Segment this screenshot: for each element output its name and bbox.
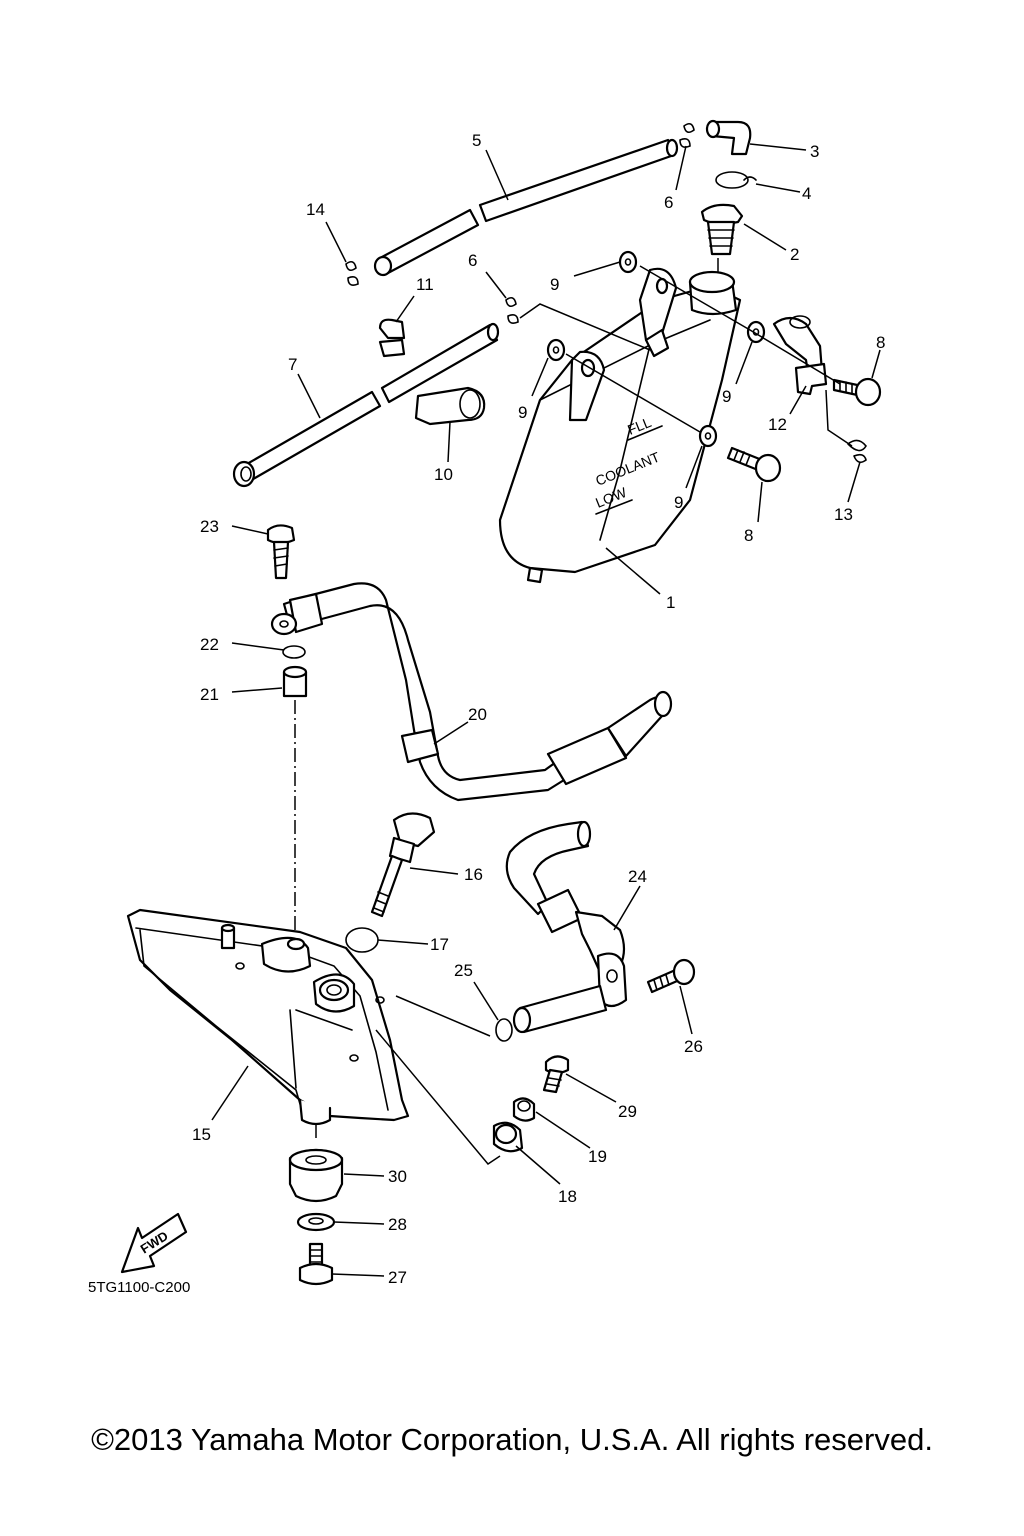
bolt-part-29[interactable]: [542, 1055, 570, 1094]
callout-26: 26: [684, 1037, 703, 1056]
callout-5: 5: [472, 131, 481, 150]
callout-9-a: 9: [550, 275, 559, 294]
leader-lines: [211, 143, 881, 1277]
callout-21: 21: [200, 685, 219, 704]
hose-clip-part-6-lower[interactable]: [505, 296, 519, 324]
washer-part-9-b[interactable]: [546, 338, 566, 362]
callout-24: 24: [628, 867, 647, 886]
oil-tank-part-15[interactable]: [126, 908, 410, 1126]
callout-3: 3: [810, 142, 819, 161]
callout-6-upper: 6: [664, 193, 673, 212]
o-ring-part-25[interactable]: [495, 1018, 513, 1042]
hose-part-5[interactable]: [373, 138, 679, 277]
collar-part-21[interactable]: [282, 665, 308, 698]
callout-30: 30: [388, 1167, 407, 1186]
hose-clip-part-13[interactable]: [847, 439, 867, 464]
callout-18: 18: [558, 1187, 577, 1206]
hose-clip-part-14[interactable]: [345, 260, 359, 286]
reservoir-cap-part-2[interactable]: [700, 203, 744, 256]
callout-16: 16: [464, 865, 483, 884]
washer-part-28[interactable]: [296, 1212, 336, 1232]
callout-20: 20: [468, 705, 487, 724]
bolt-part-23[interactable]: [266, 524, 296, 580]
hose-part-7[interactable]: [232, 322, 500, 488]
oil-hose-part-24[interactable]: [505, 820, 628, 1034]
callout-9-d: 9: [674, 493, 683, 512]
callout-9-b: 9: [518, 403, 527, 422]
hose-clamp-part-4[interactable]: [715, 171, 757, 189]
hose-bracket-part-12[interactable]: [772, 315, 828, 396]
callout-11: 11: [416, 275, 434, 294]
callout-4: 4: [802, 184, 811, 203]
damper-part-30[interactable]: [288, 1148, 344, 1203]
callout-8-upper: 8: [876, 333, 885, 352]
breather-pipe-part-20[interactable]: [270, 582, 673, 802]
guide-line-tank-1: [395, 995, 491, 1037]
collar-part-19[interactable]: [512, 1097, 536, 1122]
hose-clip-part-6-upper[interactable]: [679, 122, 695, 148]
callout-7: 7: [288, 355, 297, 374]
callout-28: 28: [388, 1215, 407, 1234]
hose-clip-part-11[interactable]: [378, 318, 406, 358]
guide-line-upper-3: [639, 265, 841, 385]
guide-line-tank-2: [375, 1029, 501, 1165]
guide-line-upper-2: [565, 353, 701, 433]
callout-17: 17: [430, 935, 449, 954]
callout-19: 19: [588, 1147, 607, 1166]
callout-2: 2: [790, 245, 799, 264]
washer-part-9-d[interactable]: [698, 424, 718, 448]
callout-23: 23: [200, 517, 219, 536]
callout-13: 13: [834, 505, 853, 524]
bolt-part-8-lower[interactable]: [726, 446, 782, 483]
o-ring-part-22[interactable]: [282, 645, 306, 659]
guide-line-upper-4: [825, 389, 853, 447]
callout-10: 10: [434, 465, 453, 484]
oil-dipstick-part-16[interactable]: [370, 812, 436, 918]
hose-clamp-part-10[interactable]: [414, 386, 486, 426]
washer-part-9-c[interactable]: [746, 320, 766, 344]
grommet-part-18[interactable]: [492, 1121, 524, 1153]
callout-25: 25: [454, 961, 473, 980]
washer-part-9-a[interactable]: [618, 250, 638, 274]
elbow-fitting-part-3[interactable]: [705, 119, 752, 156]
callout-22: 22: [200, 635, 219, 654]
callout-27: 27: [388, 1268, 407, 1287]
drawing-code: 5TG1100-C200: [88, 1279, 190, 1296]
callout-9-c: 9: [722, 387, 731, 406]
bolt-part-26[interactable]: [646, 958, 696, 994]
coolant-reservoir-part-1[interactable]: FLL COOLANT LOW: [498, 267, 742, 584]
callout-29: 29: [618, 1102, 637, 1121]
callout-15: 15: [192, 1125, 211, 1144]
callout-8-lower: 8: [744, 526, 753, 545]
callout-14: 14: [306, 200, 325, 219]
callout-12: 12: [768, 415, 787, 434]
callout-1: 1: [666, 593, 675, 612]
o-ring-part-17[interactable]: [345, 927, 379, 953]
bolt-part-8-upper[interactable]: [832, 377, 882, 407]
fwd-arrow-icon: FWD: [120, 1212, 188, 1274]
bolt-part-27[interactable]: [298, 1242, 334, 1286]
guide-line-upper-1: [519, 303, 651, 351]
callout-6-lower: 6: [468, 251, 477, 270]
copyright-notice: ©2013 Yamaha Motor Corporation, U.S.A. A…: [91, 1422, 933, 1457]
